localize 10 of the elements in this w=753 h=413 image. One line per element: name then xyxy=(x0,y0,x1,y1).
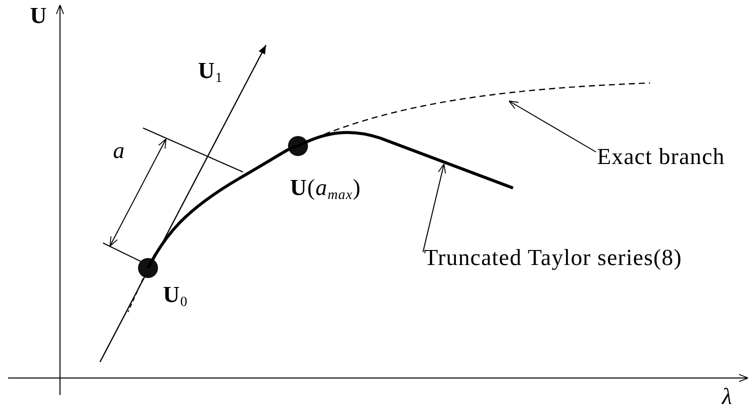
dimension-label: a xyxy=(113,138,126,164)
axis-label: λ xyxy=(722,384,733,410)
vector-label: U$_{1}$ xyxy=(198,58,223,84)
annotation-text: Truncated Taylor series(8) xyxy=(424,245,682,271)
axis-label: U xyxy=(30,3,48,29)
leader-line xyxy=(508,100,596,152)
point-label: U$_{0}$ xyxy=(163,282,188,308)
point-label: U(a$_{max}$) xyxy=(290,175,361,201)
leader-line xyxy=(422,164,446,252)
annotation-text: Exact branch xyxy=(597,144,725,170)
